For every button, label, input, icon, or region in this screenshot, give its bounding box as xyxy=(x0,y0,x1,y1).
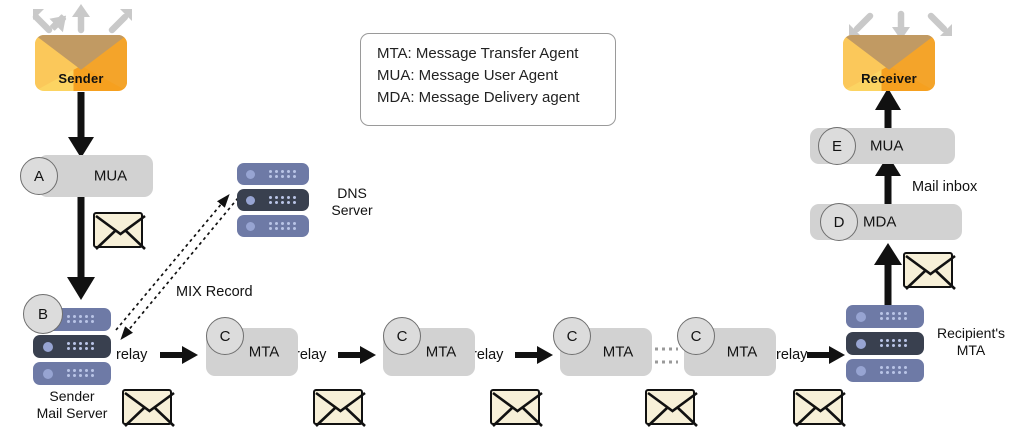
mix-record-label: MIX Record xyxy=(176,284,253,300)
badge-c-1-text: C xyxy=(219,327,231,345)
dns-server xyxy=(237,163,309,238)
mail-icon-5-glyph xyxy=(646,391,698,427)
badge-c-3: C xyxy=(553,317,591,355)
mail-icon-4-glyph xyxy=(491,391,543,427)
badge-c-2-text: C xyxy=(396,327,408,345)
node-mta-4-label: MTA xyxy=(726,343,758,361)
dotted-mta-ellipsis xyxy=(648,347,678,364)
mail-icon-4 xyxy=(490,389,543,427)
sender-flair-arrows xyxy=(32,4,132,34)
badge-a-text: A xyxy=(33,167,44,185)
legend-line-mua: MUA: Message User Agent xyxy=(377,67,558,85)
relay-arrow-4 xyxy=(807,346,845,364)
arrow-mua-to-mailserver xyxy=(67,196,95,300)
mail-icon-3-glyph xyxy=(314,391,366,427)
sender-label: Sender xyxy=(58,71,104,86)
arrow-sender-to-mua xyxy=(68,92,94,158)
node-mta-1-label: MTA xyxy=(248,343,280,361)
mail-icon-6 xyxy=(793,389,846,427)
badge-c-3-text: C xyxy=(566,327,578,345)
mail-icon-2 xyxy=(122,389,175,427)
relay-arrow-2 xyxy=(338,346,376,364)
badge-d: D xyxy=(820,203,858,241)
badge-b: B xyxy=(23,294,63,334)
mail-icon-2-glyph xyxy=(123,391,175,427)
node-mda-d-label: MDA xyxy=(863,213,897,231)
recipient-mta-server xyxy=(846,305,924,383)
relay-label-2: relay xyxy=(295,347,327,363)
badge-e: E xyxy=(818,127,856,165)
mail-icon-1-glyph xyxy=(94,214,146,250)
sender-server-line2: Mail Server xyxy=(36,404,108,421)
receiver-label: Receiver xyxy=(861,71,917,86)
node-mua-e-label: MUA xyxy=(870,137,904,155)
dns-caption-line2: Server xyxy=(331,201,373,218)
sender-server-line1: Sender xyxy=(49,388,95,404)
arrow-mua-to-receiver xyxy=(875,88,901,128)
badge-c-2: C xyxy=(383,317,421,355)
recipient-mta-caption: Recipient's MTA xyxy=(926,325,1016,358)
relay-label-4: relay xyxy=(776,347,808,363)
badge-b-text: B xyxy=(37,305,48,323)
relay-arrow-1 xyxy=(160,346,198,364)
badge-a: A xyxy=(20,157,58,195)
mail-icon-1 xyxy=(93,212,146,250)
sender-mail-server-caption: Sender Mail Server xyxy=(8,388,136,421)
badge-c-1: C xyxy=(206,317,244,355)
recipient-mta-line2: MTA xyxy=(956,341,986,358)
legend-line-mta: MTA: Message Transfer Agent xyxy=(377,45,579,62)
recipient-mta-line1: Recipient's xyxy=(936,325,1006,341)
badge-e-text: E xyxy=(831,137,842,155)
mail-icon-5 xyxy=(645,389,698,427)
relay-label-1: relay xyxy=(116,347,148,363)
mail-inbox-label: Mail inbox xyxy=(912,179,978,195)
receiver-envelope: Receiver xyxy=(843,35,935,91)
badge-d-text: D xyxy=(833,213,845,231)
dns-server-caption: DNS Server xyxy=(312,185,392,218)
legend-box: MTA: Message Transfer Agent MUA: Message… xyxy=(360,33,616,126)
node-mta-3-label: MTA xyxy=(602,343,634,361)
mail-icon-6-glyph xyxy=(794,391,846,427)
node-mta-2-label: MTA xyxy=(425,343,457,361)
badge-c-4-text: C xyxy=(690,327,702,345)
legend-line-mda: MDA: Message Delivery agent xyxy=(377,89,580,107)
relay-label-3: relay xyxy=(472,347,504,363)
relay-arrow-3 xyxy=(515,346,553,364)
node-mua-a-label: MUA xyxy=(93,167,128,185)
dns-caption-line1: DNS xyxy=(337,185,367,201)
mail-icon-7 xyxy=(903,252,956,290)
mail-icon-3 xyxy=(313,389,366,427)
badge-c-4: C xyxy=(677,317,715,355)
sender-envelope: Sender xyxy=(35,35,127,91)
mail-icon-7-glyph xyxy=(904,254,956,290)
